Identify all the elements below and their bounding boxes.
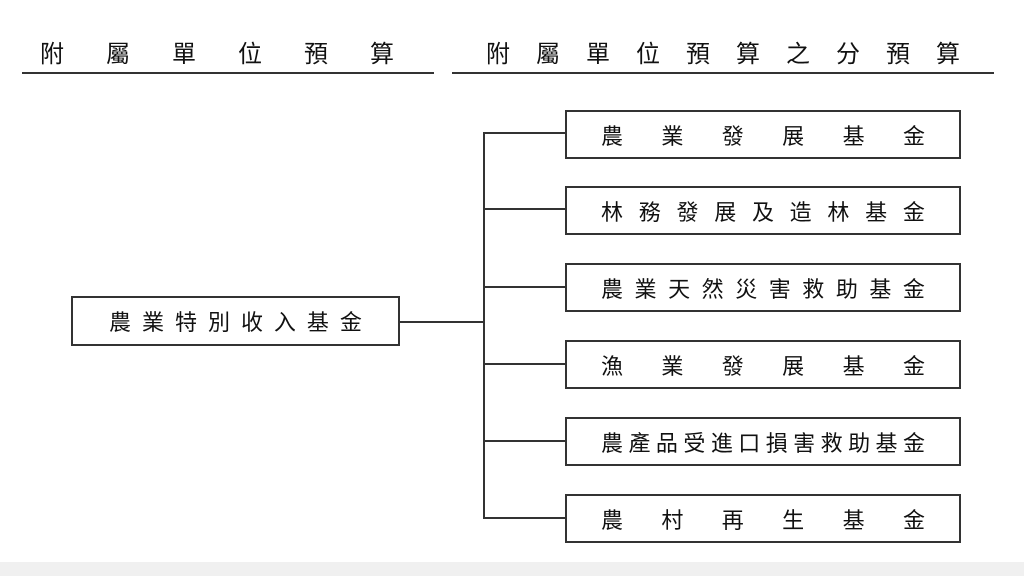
label-char: 基 — [865, 200, 888, 226]
header-left-title: 附屬單位預算 — [22, 34, 434, 74]
label-char: 林 — [827, 200, 850, 226]
label-char: 金 — [902, 200, 925, 226]
label-char: 基 — [869, 277, 892, 303]
label-char: 業 — [141, 311, 164, 336]
branch-line-3 — [483, 286, 565, 288]
child-node-box-4: 漁業發展基金 — [565, 340, 961, 389]
label-char: 發 — [721, 124, 744, 150]
label-char: 業 — [634, 277, 657, 303]
label-char: 預 — [886, 39, 910, 68]
label-char: 務 — [638, 200, 661, 226]
label-char: 基 — [842, 124, 865, 150]
branch-line-2 — [483, 208, 565, 210]
label-char: 天 — [668, 277, 691, 303]
label-char: 金 — [339, 311, 362, 336]
label-char: 品 — [655, 431, 678, 457]
branch-line-5 — [483, 440, 565, 442]
label-char: 助 — [848, 431, 871, 457]
label-char: 產 — [628, 431, 651, 457]
label-char: 林 — [601, 200, 624, 226]
label-char: 農 — [109, 311, 132, 336]
label-char: 農 — [601, 277, 624, 303]
label-char: 單 — [586, 39, 610, 68]
label-char: 金 — [902, 124, 925, 150]
label-char: 基 — [306, 311, 329, 336]
branch-line-1 — [483, 132, 565, 134]
label-char: 展 — [714, 200, 737, 226]
label-char: 之 — [786, 39, 810, 68]
root-node-box: 農業特別收入基金 — [71, 296, 400, 346]
label-char: 漁 — [601, 354, 624, 380]
label-char: 村 — [661, 508, 684, 534]
branch-line-4 — [483, 363, 565, 365]
child-node-box-6: 農村再生基金 — [565, 494, 961, 543]
label-char: 單 — [172, 39, 196, 68]
label-char: 預 — [304, 39, 328, 68]
child-node-box-1: 農業發展基金 — [565, 110, 961, 159]
label-char: 受 — [683, 431, 706, 457]
label-char: 進 — [710, 431, 733, 457]
root-connector-line — [400, 321, 484, 323]
label-char: 農 — [601, 431, 624, 457]
label-char: 屬 — [106, 39, 130, 68]
label-char: 基 — [842, 354, 865, 380]
label-char: 金 — [902, 508, 925, 534]
label-char: 基 — [842, 508, 865, 534]
child-node-box-3: 農業天然災害救助基金 — [565, 263, 961, 312]
label-char: 業 — [661, 354, 684, 380]
label-char: 附 — [486, 39, 510, 68]
label-char: 發 — [676, 200, 699, 226]
label-char: 特 — [174, 311, 197, 336]
label-char: 助 — [835, 277, 858, 303]
label-char: 算 — [736, 39, 760, 68]
label-char: 分 — [836, 39, 860, 68]
footer-band — [0, 562, 1024, 576]
label-char: 算 — [936, 39, 960, 68]
label-char: 位 — [238, 39, 262, 68]
trunk-vertical-line — [483, 132, 485, 519]
label-char: 農 — [601, 508, 624, 534]
label-char: 造 — [789, 200, 812, 226]
label-char: 屬 — [536, 39, 560, 68]
label-char: 展 — [782, 124, 805, 150]
label-char: 農 — [601, 124, 624, 150]
label-char: 金 — [902, 354, 925, 380]
label-char: 災 — [735, 277, 758, 303]
child-node-box-5: 農產品受進口損害救助基金 — [565, 417, 961, 466]
label-char: 然 — [701, 277, 724, 303]
label-char: 損 — [765, 431, 788, 457]
label-char: 展 — [782, 354, 805, 380]
child-node-box-2: 林務發展及造林基金 — [565, 186, 961, 235]
label-char: 收 — [240, 311, 263, 336]
label-char: 金 — [902, 431, 925, 457]
label-char: 基 — [875, 431, 898, 457]
label-char: 金 — [902, 277, 925, 303]
label-char: 救 — [820, 431, 843, 457]
label-char: 業 — [661, 124, 684, 150]
label-char: 發 — [721, 354, 744, 380]
label-char: 入 — [273, 311, 296, 336]
label-char: 害 — [768, 277, 791, 303]
label-char: 位 — [636, 39, 660, 68]
label-char: 再 — [721, 508, 744, 534]
header-right-title: 附屬單位預算之分預算 — [452, 34, 994, 74]
branch-line-6 — [483, 517, 565, 519]
label-char: 及 — [751, 200, 774, 226]
label-char: 別 — [207, 311, 230, 336]
label-char: 預 — [686, 39, 710, 68]
label-char: 算 — [370, 39, 394, 68]
label-char: 生 — [782, 508, 805, 534]
label-char: 附 — [40, 39, 64, 68]
label-char: 害 — [793, 431, 816, 457]
label-char: 救 — [802, 277, 825, 303]
label-char: 口 — [738, 431, 761, 457]
